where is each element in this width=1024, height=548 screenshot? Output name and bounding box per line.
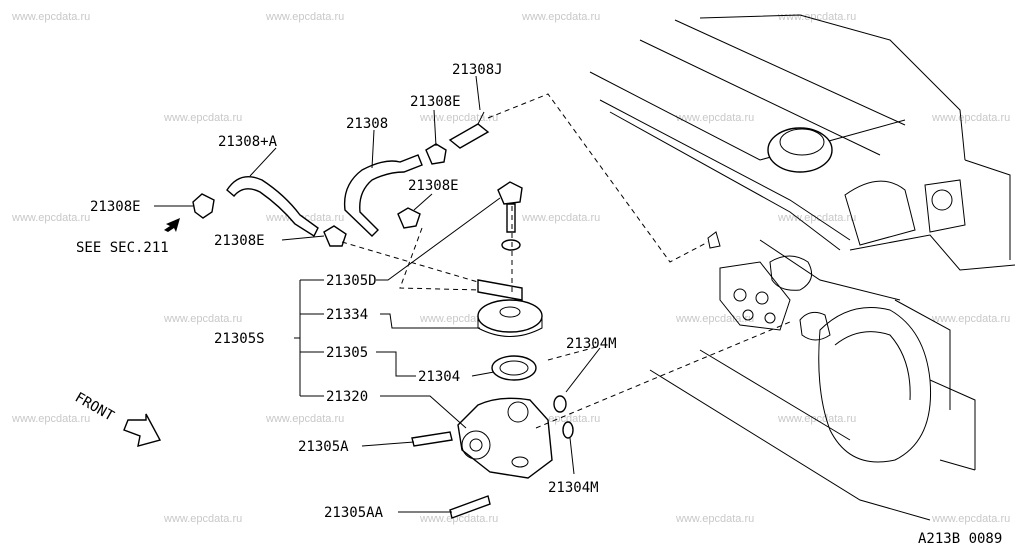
watermark: www.epcdata.ru	[521, 212, 600, 224]
watermark: www.epcdata.ru	[163, 112, 242, 124]
watermark: www.epcdata.ru	[675, 112, 754, 124]
label-21308E-mid: 21308E	[408, 178, 459, 194]
hose-assembly	[192, 111, 490, 247]
label-21308E-low: 21308E	[214, 233, 265, 249]
label-21320: 21320	[326, 389, 368, 405]
label-21305D: 21305D	[326, 273, 377, 289]
watermark-layer: www.epcdata.ru www.epcdata.ru www.epcdat…	[11, 11, 1010, 525]
watermark: www.epcdata.ru	[163, 513, 242, 525]
label-21308: 21308	[346, 116, 388, 132]
watermark: www.epcdata.ru	[777, 413, 856, 425]
watermark: www.epcdata.ru	[419, 513, 498, 525]
watermark: www.epcdata.ru	[931, 313, 1010, 325]
diagram-code: A213B 0089	[918, 531, 1002, 547]
label-21305A: 21305A	[298, 439, 349, 455]
label-21308E-left: 21308E	[90, 199, 141, 215]
front-direction-arrow	[123, 413, 162, 447]
label-21304M-bot: 21304M	[548, 480, 599, 496]
label-21308E-top: 21308E	[410, 94, 461, 110]
watermark: www.epcdata.ru	[265, 413, 344, 425]
label-21305S: 21305S	[214, 331, 265, 347]
watermark: www.epcdata.ru	[265, 11, 344, 23]
watermark: www.epcdata.ru	[675, 313, 754, 325]
label-21334: 21334	[326, 307, 368, 323]
part-labels: 21308J 21308E 21308 21308+A 21308E 21308…	[72, 62, 1002, 547]
watermark: www.epcdata.ru	[11, 413, 90, 425]
watermark: www.epcdata.ru	[521, 11, 600, 23]
label-21305: 21305	[326, 345, 368, 361]
label-21305AA: 21305AA	[324, 505, 384, 521]
engine-block-illustration	[589, 14, 1016, 521]
label-21308-plus-a: 21308+A	[218, 134, 278, 150]
oil-cooler-assembly	[411, 181, 574, 519]
watermark: www.epcdata.ru	[163, 313, 242, 325]
watermark: www.epcdata.ru	[11, 11, 90, 23]
watermark: www.epcdata.ru	[419, 112, 498, 124]
label-21304M-top: 21304M	[566, 336, 617, 352]
see-sec-arrow	[164, 218, 180, 232]
dashed-guides	[341, 93, 791, 429]
watermark: www.epcdata.ru	[931, 513, 1010, 525]
leader-lines	[154, 75, 601, 513]
watermark: www.epcdata.ru	[931, 112, 1010, 124]
label-see-sec-211: SEE SEC.211	[76, 240, 169, 256]
watermark: www.epcdata.ru	[675, 513, 754, 525]
watermark: www.epcdata.ru	[777, 11, 856, 23]
label-21308J: 21308J	[452, 62, 503, 78]
watermark: www.epcdata.ru	[11, 212, 90, 224]
label-21304: 21304	[418, 369, 460, 385]
